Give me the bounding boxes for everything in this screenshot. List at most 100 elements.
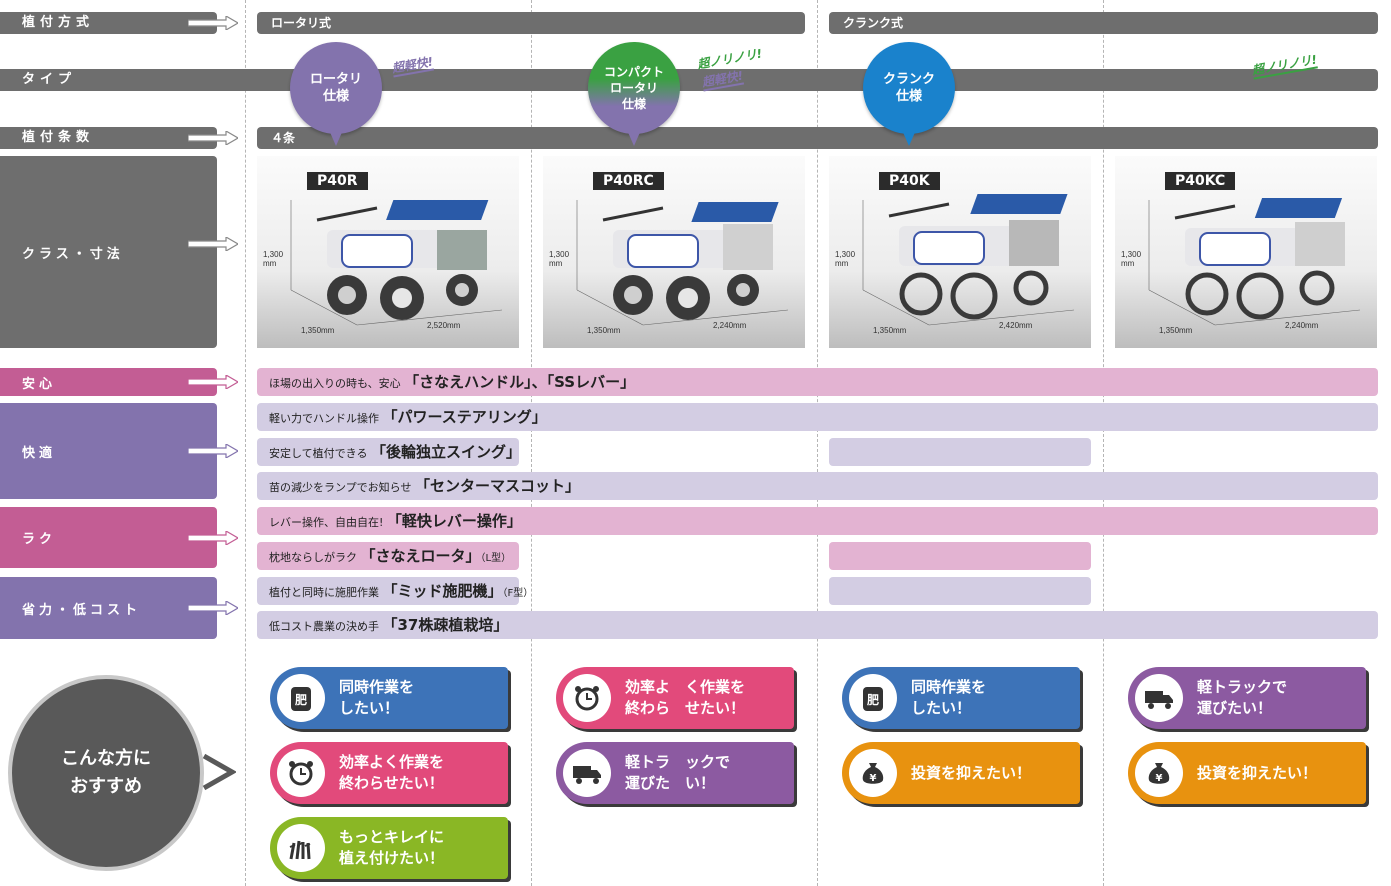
recommend-reduce-investment[interactable]: ¥ 投資を抑えたい！ [842,742,1080,804]
feature-name: 「パワーステアリング」 [382,408,547,426]
fertilizer-bag-icon: 肥 [277,674,325,722]
fertilizer-bag-glyph: 肥 [867,692,879,707]
label-type: タイプ [22,72,77,87]
recommend-clean-planting[interactable]: もっとキレイに 植え付けたい！ [270,817,508,879]
arrow-icon [188,237,238,251]
arrow-icon [188,375,238,389]
feature-desc: 安定して植付できる [269,447,368,460]
dim-width: 1,350mm [873,326,907,335]
recommend-text: 軽トラックで 運びたい！ [1197,678,1288,717]
feature-mid-fertilizer: 植付と同時に施肥作業 「ミッド施肥機」（F型） [257,577,533,605]
dim-width: 1,350mm [587,326,621,335]
label-easy-text: ラク [22,532,57,547]
recommend-light-truck[interactable]: 軽トラ ックで 運びた い！ [556,742,794,804]
dim-length: 2,240mm [713,321,747,330]
rice-transplanter-image [1148,198,1361,326]
label-safety-text: 安心 [22,376,57,392]
feature-desc: 苗の減少をランプでお知らせ [269,481,412,494]
bubble-rotary-text: ロータリ 仕様 [309,72,362,104]
model-label: P40R [307,172,368,190]
feature-sanae-rotor-crank [829,542,1091,570]
feature-name: 「後輪独立スイング」 [370,443,521,461]
recommend-simultaneous-work[interactable]: 肥 同時作業を したい！ [270,667,508,729]
dim-length: 2,420mm [999,321,1033,330]
money-bag-icon: ¥ [849,749,897,797]
money-bag-glyph: ¥ [1156,773,1163,784]
rice-transplanter-image [862,194,1075,326]
feature-name: 「さなえロータ」 [360,547,481,565]
arrow-icon [188,444,238,458]
truck-icon [1135,674,1183,722]
bubble-compact-text: コンパクト ロータリ 仕様 [603,65,664,111]
feature-type: （F型） [502,588,534,599]
feature-name: 「センターマスコット」 [414,477,580,495]
recommend-text: 効率よく作業を 終わらせたい！ [339,753,445,792]
recommend-light-truck[interactable]: 軽トラックで 運びたい！ [1128,667,1366,729]
model-label: P40RC [593,172,664,190]
dim-width: 1,350mm [301,326,335,335]
label-cost-text: 省力・低コスト [22,602,142,618]
feature-name: 「37株疎植栽培」 [382,616,509,634]
feature-rear-swing: 安定して植付できる 「後輪独立スイング」 [257,438,521,466]
dim-height: 1,300 mm [263,250,284,268]
product-card-p40kc[interactable]: P40KC 1,300 mm 1,350mm 2,240mm [1115,156,1377,348]
recommend-simultaneous-work[interactable]: 肥 同時作業を したい！ [842,667,1080,729]
slogan-super-groove: 超ノリノリ! [696,46,764,72]
alarm-clock-icon [277,749,325,797]
label-safety: 安心 [0,368,217,396]
feature-center-mascot: 苗の減少をランプでお知らせ 「センターマスコット」 [257,472,1378,500]
bubble-tail [902,130,916,146]
product-card-p40k[interactable]: P40K 1,300 mm 1,350mm 2,420mm [829,156,1091,348]
label-cost: 省力・低コスト [0,577,217,639]
arrow-icon [188,16,238,30]
feature-sanae-rotor: 枕地ならしがラク 「さなえロータ」（L型） [257,542,519,570]
arrow-icon [188,531,238,545]
header-crank: クランク式 [829,12,1378,34]
recommend-text: もっとキレイに 植え付けたい！ [339,828,445,867]
recommend-text: 同時作業を したい！ [339,678,415,717]
dim-height: 1,300 mm [835,250,856,268]
column-divider [245,0,246,886]
recommend-text: 軽トラ ックで 運びた い！ [625,753,731,792]
dim-length: 2,240mm [1285,321,1319,330]
bubble-crank: クランク 仕様 [863,42,955,146]
recommend-efficient-work[interactable]: 効率よ く作業を 終わら せたい！ [556,667,794,729]
product-card-p40rc[interactable]: P40RC 1,300 mm 1,350mm 2,240mm [543,156,805,348]
label-class-size-text: クラス・寸法 [22,246,124,262]
money-bag-icon: ¥ [1135,749,1183,797]
dim-length: 2,520mm [427,321,461,330]
product-card-p40r[interactable]: P40R 1,300 mm 1,350mm 2,520mm [257,156,519,348]
label-class-size: クラス・寸法 [0,156,217,348]
bubble-compact-rotary: コンパクト ロータリ 仕様 [588,42,680,146]
feature-desc: ほ場の出入りの時も、安心 [269,377,401,390]
feature-type: （L型） [480,553,512,564]
feature-desc: 低コスト農業の決め手 [269,620,379,633]
column-divider [817,0,818,886]
recommend-text: 投資を抑えたい！ [1197,763,1318,782]
arrow-icon [188,601,238,615]
money-bag-glyph: ¥ [870,773,877,784]
model-label: P40K [879,172,940,190]
column-divider [531,0,532,886]
feature-name: 「ミッド施肥機」 [382,582,503,600]
fertilizer-bag-glyph: 肥 [295,692,307,707]
dim-height: 1,300 mm [549,250,570,268]
feature-desc: 枕地ならしがラク [269,551,357,564]
recommend-title: こんな方に おすすめ [61,748,151,797]
dim-width: 1,350mm [1159,326,1193,335]
bubble-rotary: ロータリ 仕様 [290,42,382,146]
recommend-reduce-investment[interactable]: ¥ 投資を抑えたい！ [1128,742,1366,804]
header-rows: ４条 [257,127,1378,149]
feature-desc: レバー操作、自由自在! [269,516,384,529]
rice-transplanter-image [290,200,503,326]
recommend-efficient-work[interactable]: 効率よく作業を 終わらせたい！ [270,742,508,804]
bubble-crank-text: クランク 仕様 [882,72,935,104]
header-rotary: ロータリ式 [257,12,805,34]
feature-desc: 植付と同時に施肥作業 [269,586,379,599]
recommend-text: 投資を抑えたい！ [911,763,1032,782]
rice-seedling-icon [277,824,325,872]
feature-light-lever: レバー操作、自由自在! 「軽快レバー操作」 [257,507,1378,535]
alarm-clock-icon [563,674,611,722]
truck-icon [563,749,611,797]
label-comfort-text: 快適 [22,445,57,461]
